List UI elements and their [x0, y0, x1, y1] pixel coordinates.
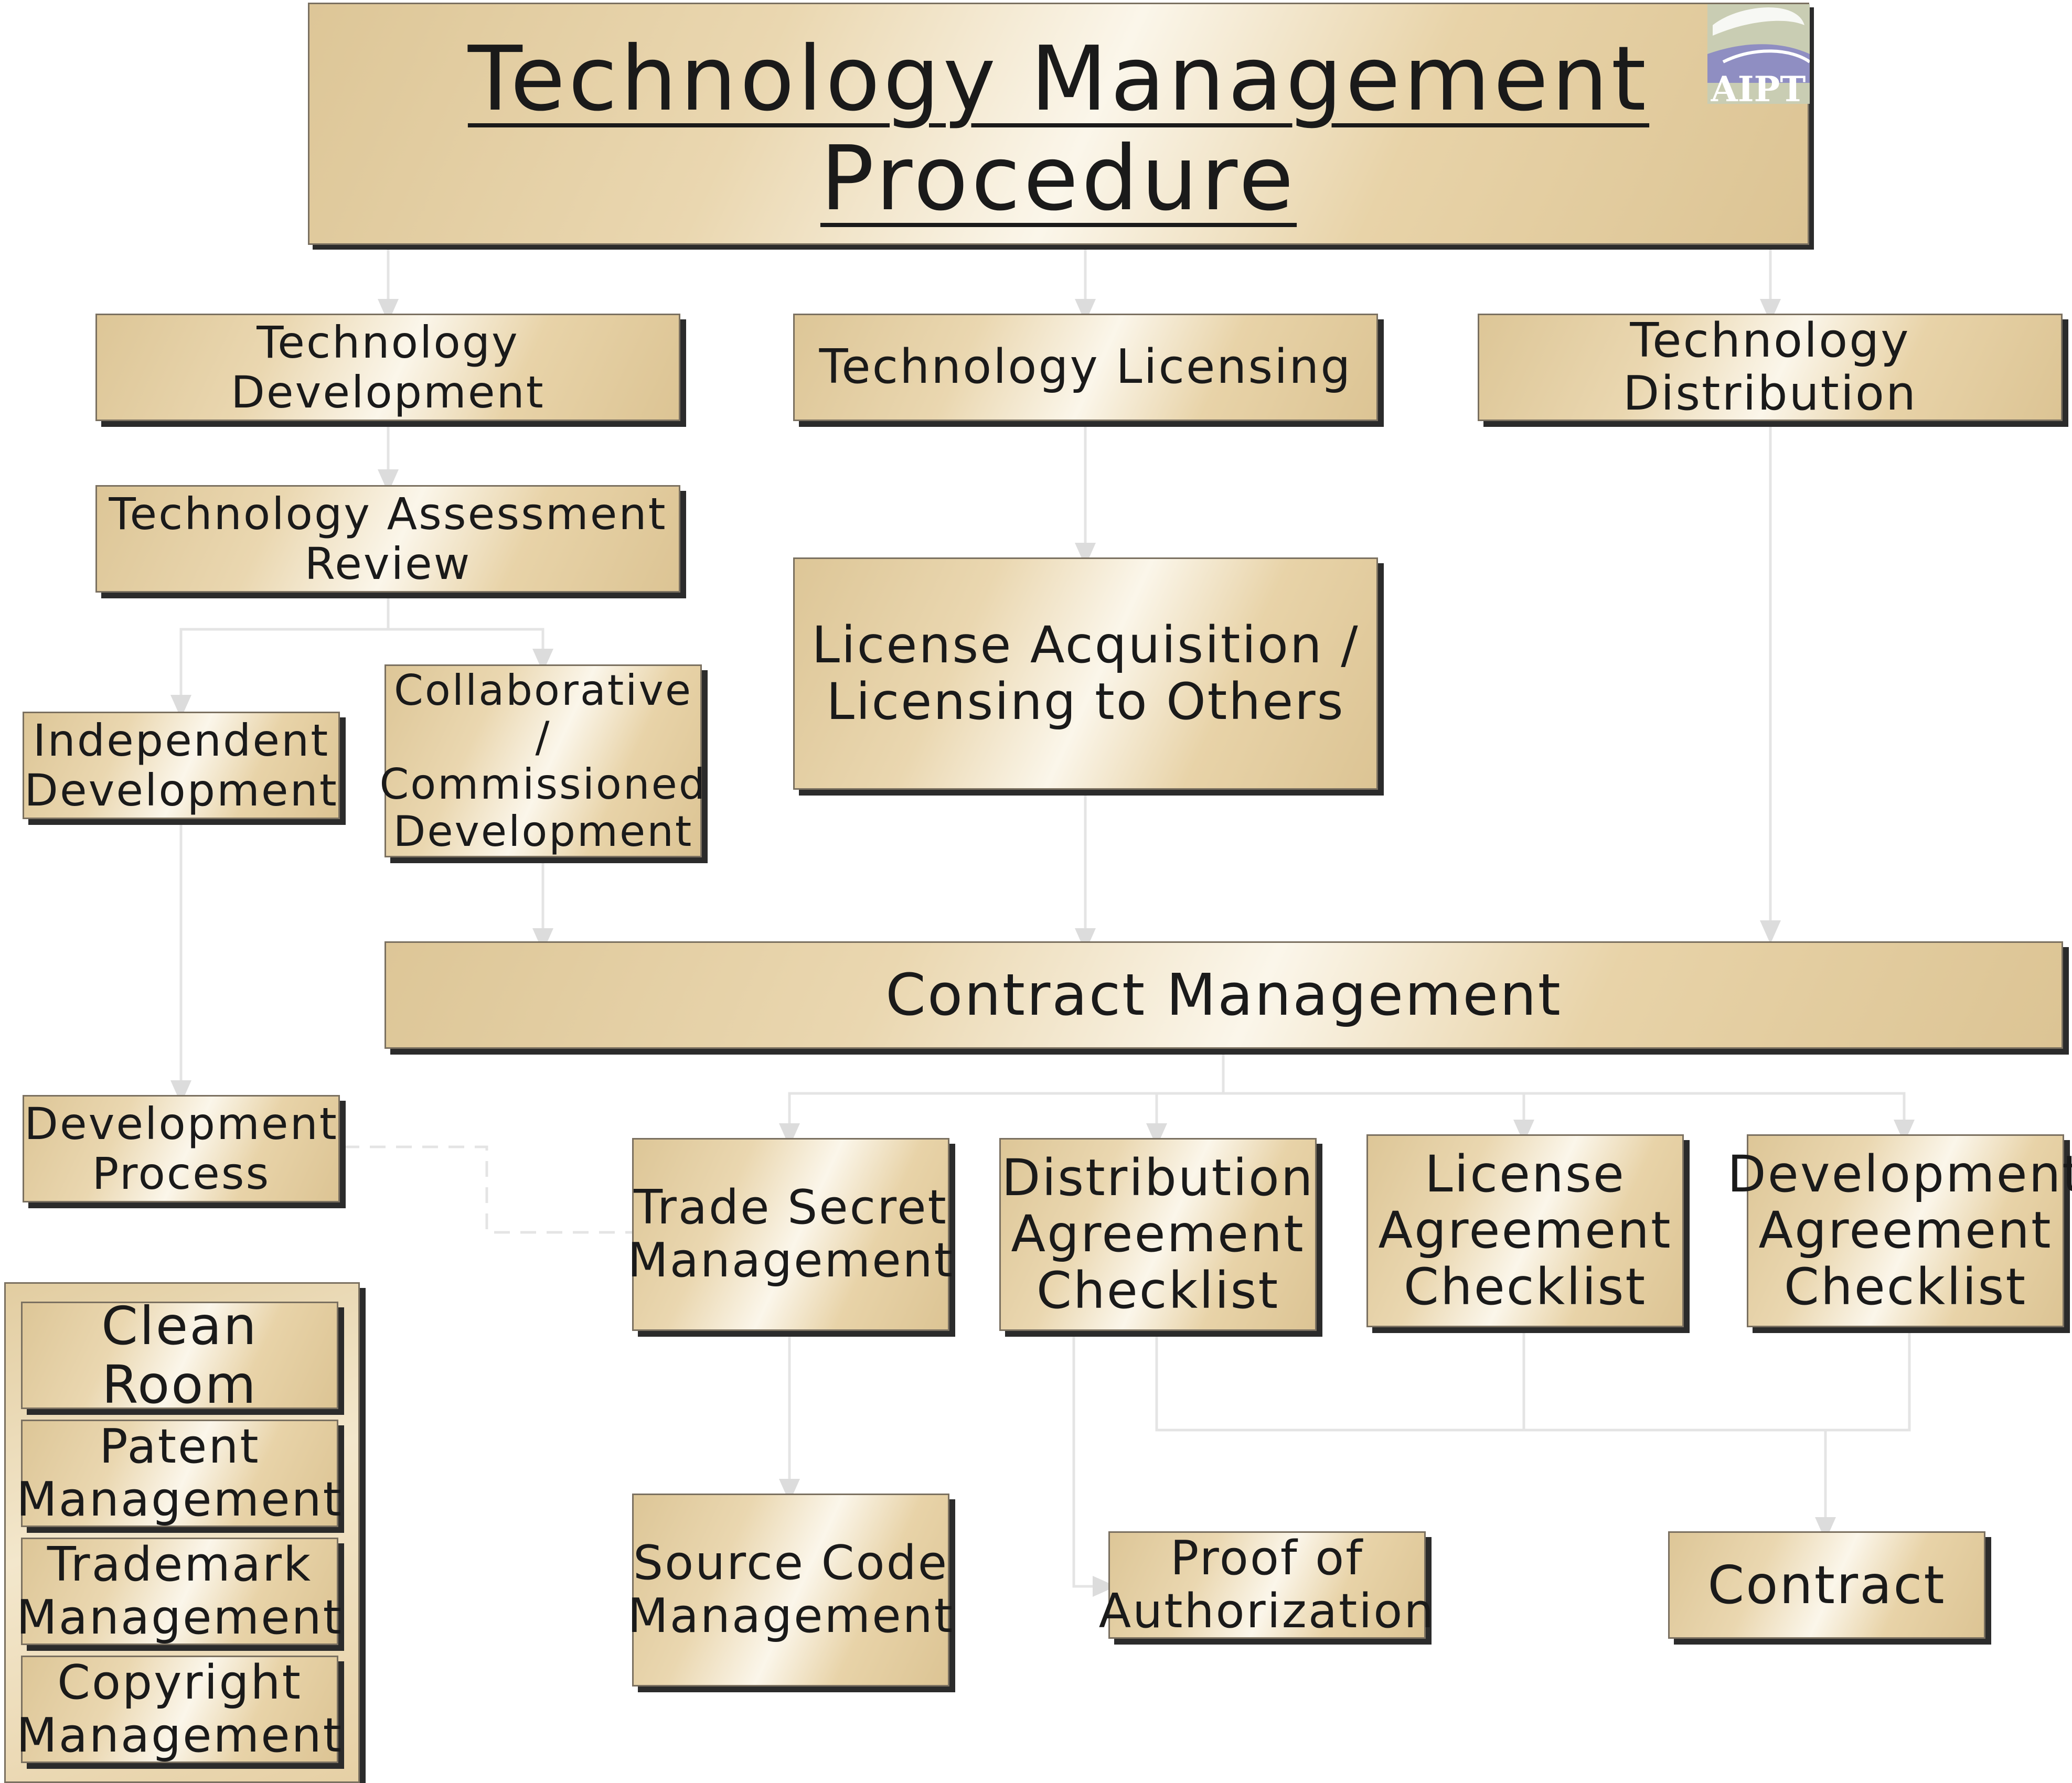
connector-assessment-collab [388, 628, 553, 672]
node-contract[interactable]: Contract [1668, 1531, 1985, 1639]
aipt-logo: AIPT [1707, 4, 1810, 104]
node-label: Development Agreement Checklist [1727, 1144, 2072, 1316]
node-copyright-management[interactable]: Copyright Management [16, 1656, 341, 1763]
node-license-acquisition[interactable]: License Acquisition / Licensing to Other… [793, 557, 1378, 790]
node-proof-of-authorization[interactable]: Proof of Authorization [1099, 1531, 1434, 1639]
node-label: Technology Development [231, 317, 545, 418]
page-title: Technology Management Procedure [467, 27, 1650, 231]
node-label: License Acquisition / Licensing to Other… [811, 615, 1360, 731]
node-license-agreement-checklist[interactable]: License Agreement Checklist [1366, 1134, 1684, 1327]
node-label: Technology Licensing [819, 339, 1352, 395]
node-label: Patent Management [16, 1419, 343, 1527]
logo-text: AIPT [1711, 69, 1806, 104]
connector-checklists-join [1155, 1332, 1911, 1432]
node-patent-management[interactable]: Patent Management [16, 1420, 341, 1527]
node-trademark-management[interactable]: Trademark Management [16, 1538, 341, 1645]
connector-contract-tradesecret [779, 1051, 1225, 1147]
node-label: Collaborative / Commissioned Development [379, 665, 707, 856]
node-label: Contract [1707, 1554, 1946, 1616]
title-box: Technology Management Procedure [308, 3, 1809, 245]
node-label: Contract Management [885, 961, 1562, 1028]
node-label: Independent Development [24, 715, 338, 816]
node-technology-assessment-review[interactable]: Technology Assessment Review [95, 485, 680, 593]
node-independent-development[interactable]: Independent Development [23, 712, 340, 819]
node-technology-development[interactable]: Technology Development [95, 314, 680, 421]
node-label: Copyright Management [16, 1655, 343, 1763]
node-contract-management[interactable]: Contract Management [385, 941, 2063, 1049]
node-collaborative-development[interactable]: Collaborative / Commissioned Development [379, 664, 706, 857]
node-trade-secret-management[interactable]: Trade Secret Management [627, 1138, 953, 1331]
node-clean-room[interactable]: Clean Room [21, 1296, 338, 1414]
node-label: Trademark Management [16, 1537, 343, 1645]
node-technology-distribution[interactable]: Technology Distribution [1478, 314, 2063, 421]
connector-process-tradesecret-dashed [344, 1145, 632, 1234]
node-label: Trade Secret Management [627, 1180, 954, 1288]
connector-contract-devchecklist [1524, 1092, 1915, 1143]
connector-assessment-independent [170, 593, 390, 718]
node-label: Development Process [24, 1098, 338, 1199]
connector-distchecklist-proof [1072, 1332, 1116, 1597]
node-distribution-agreement-checklist[interactable]: Distribution Agreement Checklist [999, 1138, 1317, 1331]
connector-contract-licchecklist [1157, 1092, 1534, 1143]
node-technology-licensing[interactable]: Technology Licensing [793, 314, 1378, 421]
node-label: Proof of Authorization [1098, 1530, 1436, 1639]
node-label: Distribution Agreement Checklist [1001, 1148, 1315, 1320]
node-source-code-management[interactable]: Source Code Management [627, 1494, 953, 1687]
node-development-agreement-checklist[interactable]: Development Agreement Checklist [1727, 1134, 2072, 1327]
node-label: Clean Room [101, 1295, 258, 1415]
node-label: Technology Assessment Review [109, 488, 667, 589]
node-development-process[interactable]: Development Process [23, 1095, 340, 1202]
node-label: License Agreement Checklist [1378, 1144, 1672, 1316]
node-label: Technology Distribution [1622, 313, 1918, 421]
node-label: Source Code Management [627, 1535, 954, 1644]
